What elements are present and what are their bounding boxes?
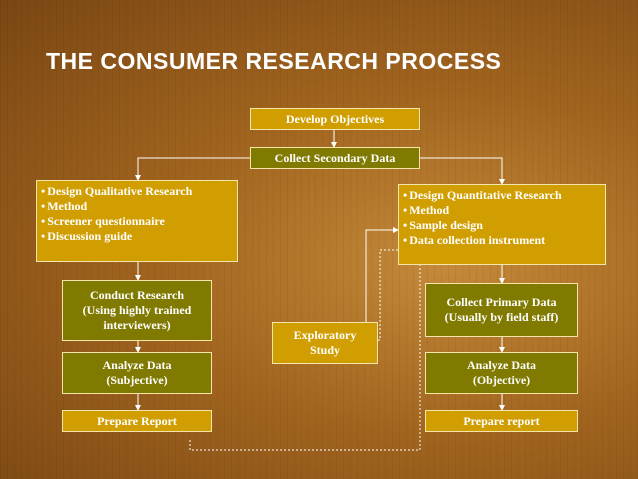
conduct-research-line-3: interviewers) [103, 318, 171, 332]
box-prepare-report-right: Prepare report [425, 410, 578, 432]
box-collect-secondary-data: Collect Secondary Data [250, 147, 420, 169]
box-develop-objectives-label: Develop Objectives [285, 111, 385, 126]
slide-title: THE CONSUMER RESEARCH PROCESS [46, 48, 502, 74]
analyze-subjective-line-1: Analyze Data [102, 358, 172, 372]
quantitative-item-sample: Sample design [403, 218, 601, 233]
box-exploratory-study: Exploratory Study [272, 322, 378, 364]
box-prepare-report-left: Prepare Report [62, 410, 212, 432]
conduct-research-line-2: (Using highly trained [82, 303, 192, 317]
box-collect-primary-data: Collect Primary Data (Usually by field s… [425, 283, 578, 337]
analyze-objective-line-2: (Objective) [472, 373, 531, 387]
box-analyze-data-subjective: Analyze Data (Subjective) [62, 352, 212, 394]
box-design-qualitative-research: Design Qualitative Research Method Scree… [36, 180, 238, 262]
dashed-feedback-exploratory [378, 249, 398, 341]
conduct-research-line-1: Conduct Research [89, 288, 185, 302]
qualitative-item-method: Method [41, 199, 233, 214]
arrow-secondary-to-qualitative [135, 157, 250, 181]
collect-primary-line-2: (Usually by field staff) [444, 310, 559, 324]
qualitative-item-screener: Screener questionnaire [41, 214, 233, 229]
collect-primary-line-1: Collect Primary Data [446, 295, 557, 309]
quantitative-heading: Design Quantitative Research [403, 188, 601, 203]
arrow-exploratory-to-quantitative [365, 227, 399, 322]
arrow-secondary-to-quantitative [420, 157, 505, 185]
analyze-objective-line-1: Analyze Data [467, 358, 536, 372]
qualitative-heading: Design Qualitative Research [41, 184, 233, 199]
box-design-quantitative-research: Design Quantitative Research Method Samp… [398, 184, 606, 265]
box-develop-objectives: Develop Objectives [250, 108, 420, 130]
box-collect-secondary-data-label: Collect Secondary Data [274, 150, 396, 165]
box-conduct-research: Conduct Research (Using highly trained i… [62, 280, 212, 341]
quantitative-item-method: Method [403, 203, 601, 218]
exploratory-line-1: Exploratory [293, 328, 357, 342]
analyze-subjective-line-2: (Subjective) [106, 373, 168, 387]
exploratory-line-2: Study [309, 343, 341, 357]
prepare-report-left-label: Prepare Report [97, 413, 177, 428]
prepare-report-right-label: Prepare report [463, 413, 540, 428]
quantitative-item-instrument: Data collection instrument [403, 233, 601, 248]
qualitative-item-discussion: Discussion guide [41, 229, 233, 244]
box-analyze-data-objective: Analyze Data (Objective) [425, 352, 578, 394]
